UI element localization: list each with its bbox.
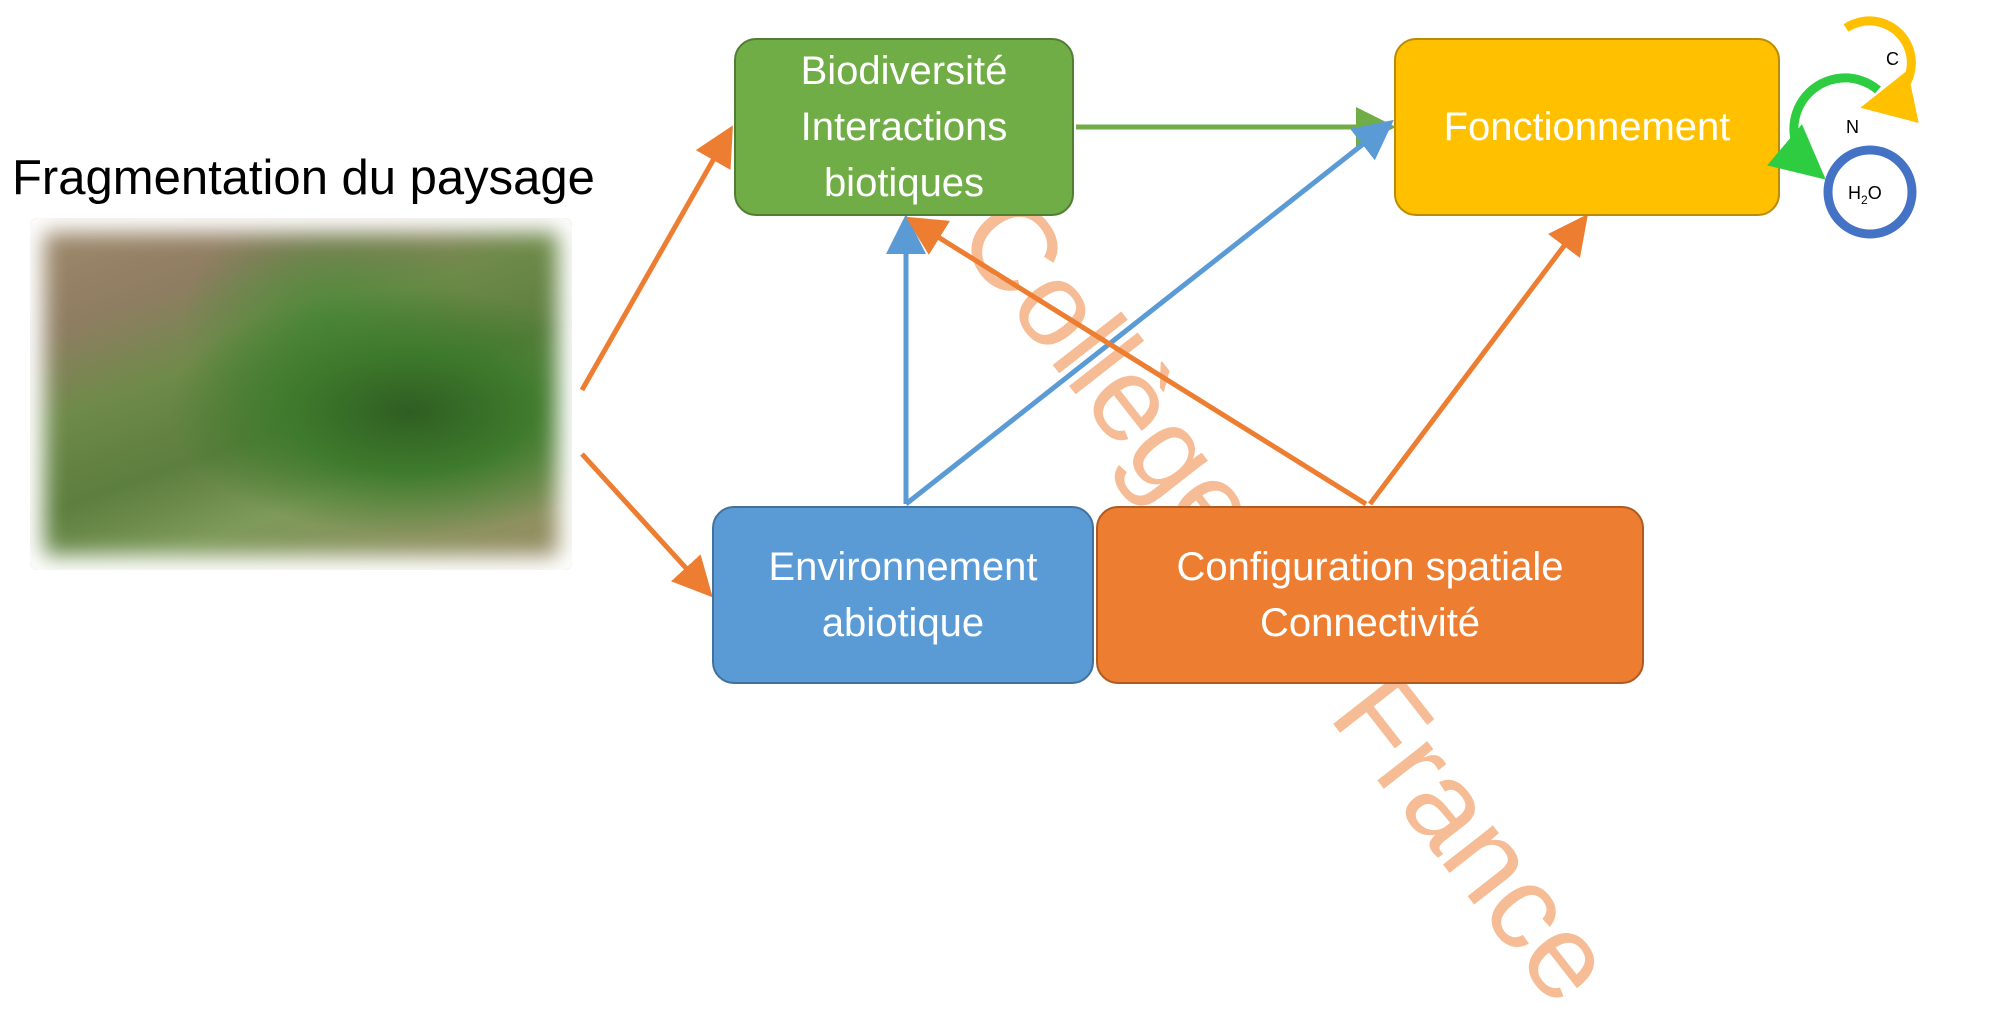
biodiversity-box: Biodiversité Interactions biotiques: [734, 38, 1074, 216]
diagram-title: Fragmentation du paysage: [12, 151, 595, 205]
carbon-cycle-arrow: [1843, 16, 1919, 123]
biodiversity-label-line3: biotiques: [823, 161, 985, 205]
environment-box: Environnement abiotique: [712, 506, 1094, 684]
arrow-configuration-to-biodiversity: [905, 216, 1368, 507]
water-cycle-ring: [1823, 145, 1917, 239]
arrow-landscape-to-environment: [580, 452, 713, 598]
arrow-environment-to-functioning: [904, 119, 1394, 506]
configuration-label-line1: Configuration spatiale: [1176, 545, 1564, 589]
biodiversity-label-line1: Biodiversité: [800, 49, 1008, 93]
cycles-icon: C N H2O: [1767, 16, 1919, 239]
functioning-box: Fonctionnement: [1394, 38, 1780, 216]
biodiversity-label-line2: Interactions: [800, 105, 1008, 149]
environment-label-line2: abiotique: [821, 601, 985, 645]
water-label-tail: O: [1868, 183, 1882, 203]
arrows-layer: [579, 107, 1589, 598]
landscape-photo: [30, 218, 572, 570]
water-label: H2O: [1848, 183, 1882, 207]
nitrogen-label: N: [1846, 117, 1859, 137]
configuration-box: Configuration spatiale Connectivité: [1096, 506, 1644, 684]
water-label-sub: 2: [1861, 193, 1868, 207]
water-label-main: H: [1848, 183, 1861, 203]
arrow-landscape-to-biodiversity: [579, 125, 733, 392]
carbon-label: C: [1886, 49, 1899, 69]
nitrogen-cycle-arrow: [1767, 73, 1881, 180]
environment-label-line1: Environnement: [768, 545, 1038, 589]
arrow-configuration-to-functioning: [1368, 214, 1589, 506]
configuration-label-line2: Connectivité: [1259, 601, 1481, 645]
functioning-label: Fonctionnement: [1443, 105, 1731, 149]
